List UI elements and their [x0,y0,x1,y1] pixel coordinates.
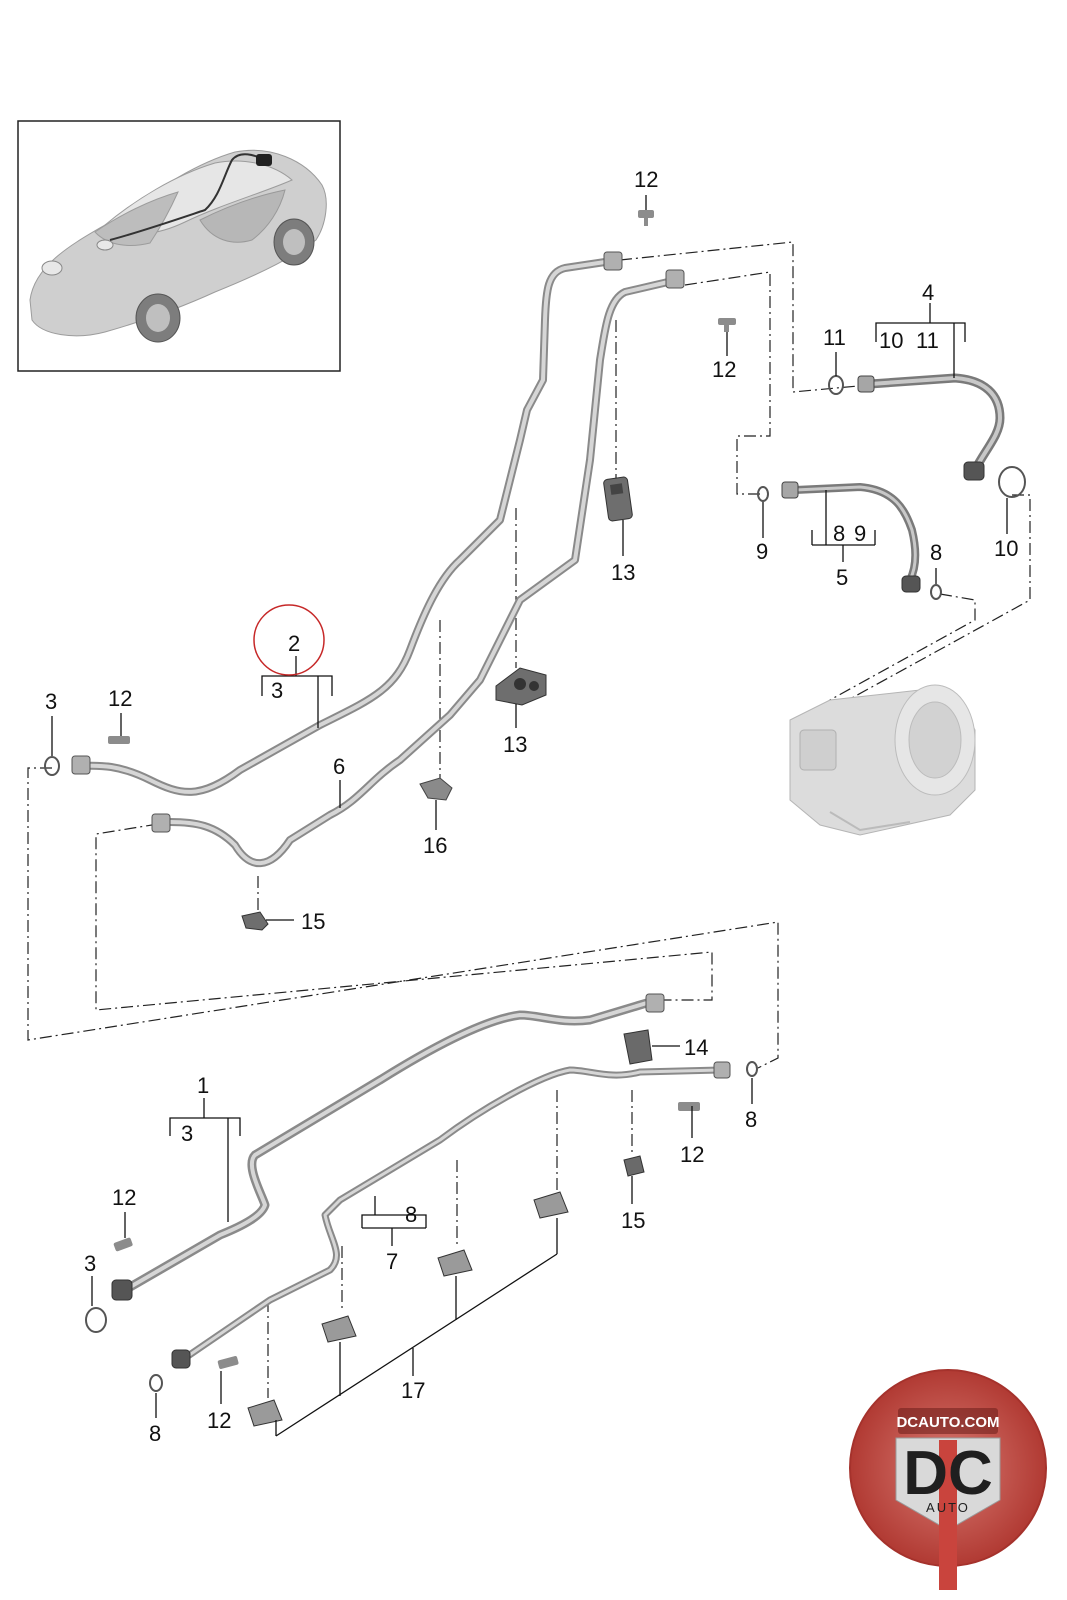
callout-12-lower-left: 12 [112,1185,136,1210]
callout-1: 1 [197,1073,209,1098]
bracket-icon [603,476,633,522]
pipe-end-fitting [781,481,799,499]
logo-bottom-text: AUTO [926,1500,970,1515]
callout-9: 9 [756,539,768,564]
callout-12-mid: 12 [712,357,736,382]
clip-icon [437,1249,473,1277]
o-ring-icon [757,486,769,502]
bracket-icon [495,667,547,706]
pipe-end-fitting [171,1349,191,1369]
pipe-end-fitting [963,461,985,481]
pipe-end-fitting [111,1279,133,1301]
clip-icon [321,1315,357,1343]
callout-12-bottom: 12 [207,1408,231,1433]
callout-4: 4 [922,280,934,305]
clip-icon [623,1029,653,1065]
callout-15-upper: 15 [301,909,325,934]
compressor-icon [789,684,976,836]
o-ring-icon [930,584,942,600]
callout-11-bracket: 11 [916,328,939,353]
callout-5: 5 [836,565,848,590]
o-ring-icon [85,1307,107,1333]
pipe-end-fitting [901,575,921,593]
callout-12-left: 12 [108,686,132,711]
clip-icon [247,1399,283,1427]
callout-10-bracket: 10 [879,328,903,353]
callout-10: 10 [994,536,1018,561]
o-ring-icon [998,466,1026,498]
parts [44,210,1026,1427]
o-ring-icon [746,1061,758,1077]
callout-8-hose5: 8 [930,540,942,565]
callout-3-left: 3 [45,689,57,714]
logo-main-text: DC [903,1439,993,1508]
callout-15-lower: 15 [621,1208,645,1233]
bolt-icon [678,1102,700,1111]
callout-16: 16 [423,833,447,858]
callout-13-upper: 13 [611,560,635,585]
callout-9-bracket5: 9 [854,521,866,546]
logo-top-text: DCAUTO.COM [896,1414,999,1431]
callout-labels: 12 4 10 11 11 12 9 8 9 5 8 10 13 13 2 3 … [45,167,1018,1446]
dcauto-logo: DCAUTO.COM DC AUTO [849,1369,1047,1590]
callout-14: 14 [684,1035,708,1060]
callout-8-bottom: 8 [149,1421,161,1446]
callout-12-right: 12 [680,1142,704,1167]
callout-8-right: 8 [745,1107,757,1132]
clip-icon [533,1191,569,1219]
bolt-icon [108,736,130,744]
callout-2: 2 [288,631,300,656]
clip-icon [419,777,453,801]
pipe-end-fitting [71,755,91,775]
pipe-end-fitting [151,813,171,833]
clip-icon [623,1155,645,1177]
bolt-icon [638,210,654,226]
bolt-icon [718,318,736,332]
o-ring-icon [44,756,60,776]
pipes [76,258,1005,1362]
callout-3-bracket1: 3 [181,1121,193,1146]
callout-17: 17 [401,1378,425,1403]
leader-lines [27,241,1031,1398]
bolt-icon [217,1355,239,1369]
callout-3-bracket2: 3 [271,678,283,703]
pipe-end-fitting [857,375,875,393]
callout-13-lower: 13 [503,732,527,757]
highlight-circle [253,604,325,676]
callout-8-bracket5: 8 [833,521,845,546]
pipe-end-fitting [645,993,665,1013]
pipe-end-fitting [603,251,623,271]
callout-leaders [51,195,1008,1437]
bolt-icon [113,1237,133,1252]
callout-6: 6 [333,754,345,779]
o-ring-icon [149,1374,163,1392]
pipe-end-fitting [665,269,685,289]
callout-11: 11 [823,325,846,350]
pipe-end-fitting [713,1061,731,1079]
car-inset [17,120,341,372]
callout-7: 7 [386,1249,398,1274]
car-icon [29,149,327,343]
o-ring-icon [828,375,844,395]
callout-12-top: 12 [634,167,658,192]
callout-8-bracket7: 8 [405,1202,417,1227]
callout-3-lower-left: 3 [84,1251,96,1276]
clip-icon [241,911,269,931]
